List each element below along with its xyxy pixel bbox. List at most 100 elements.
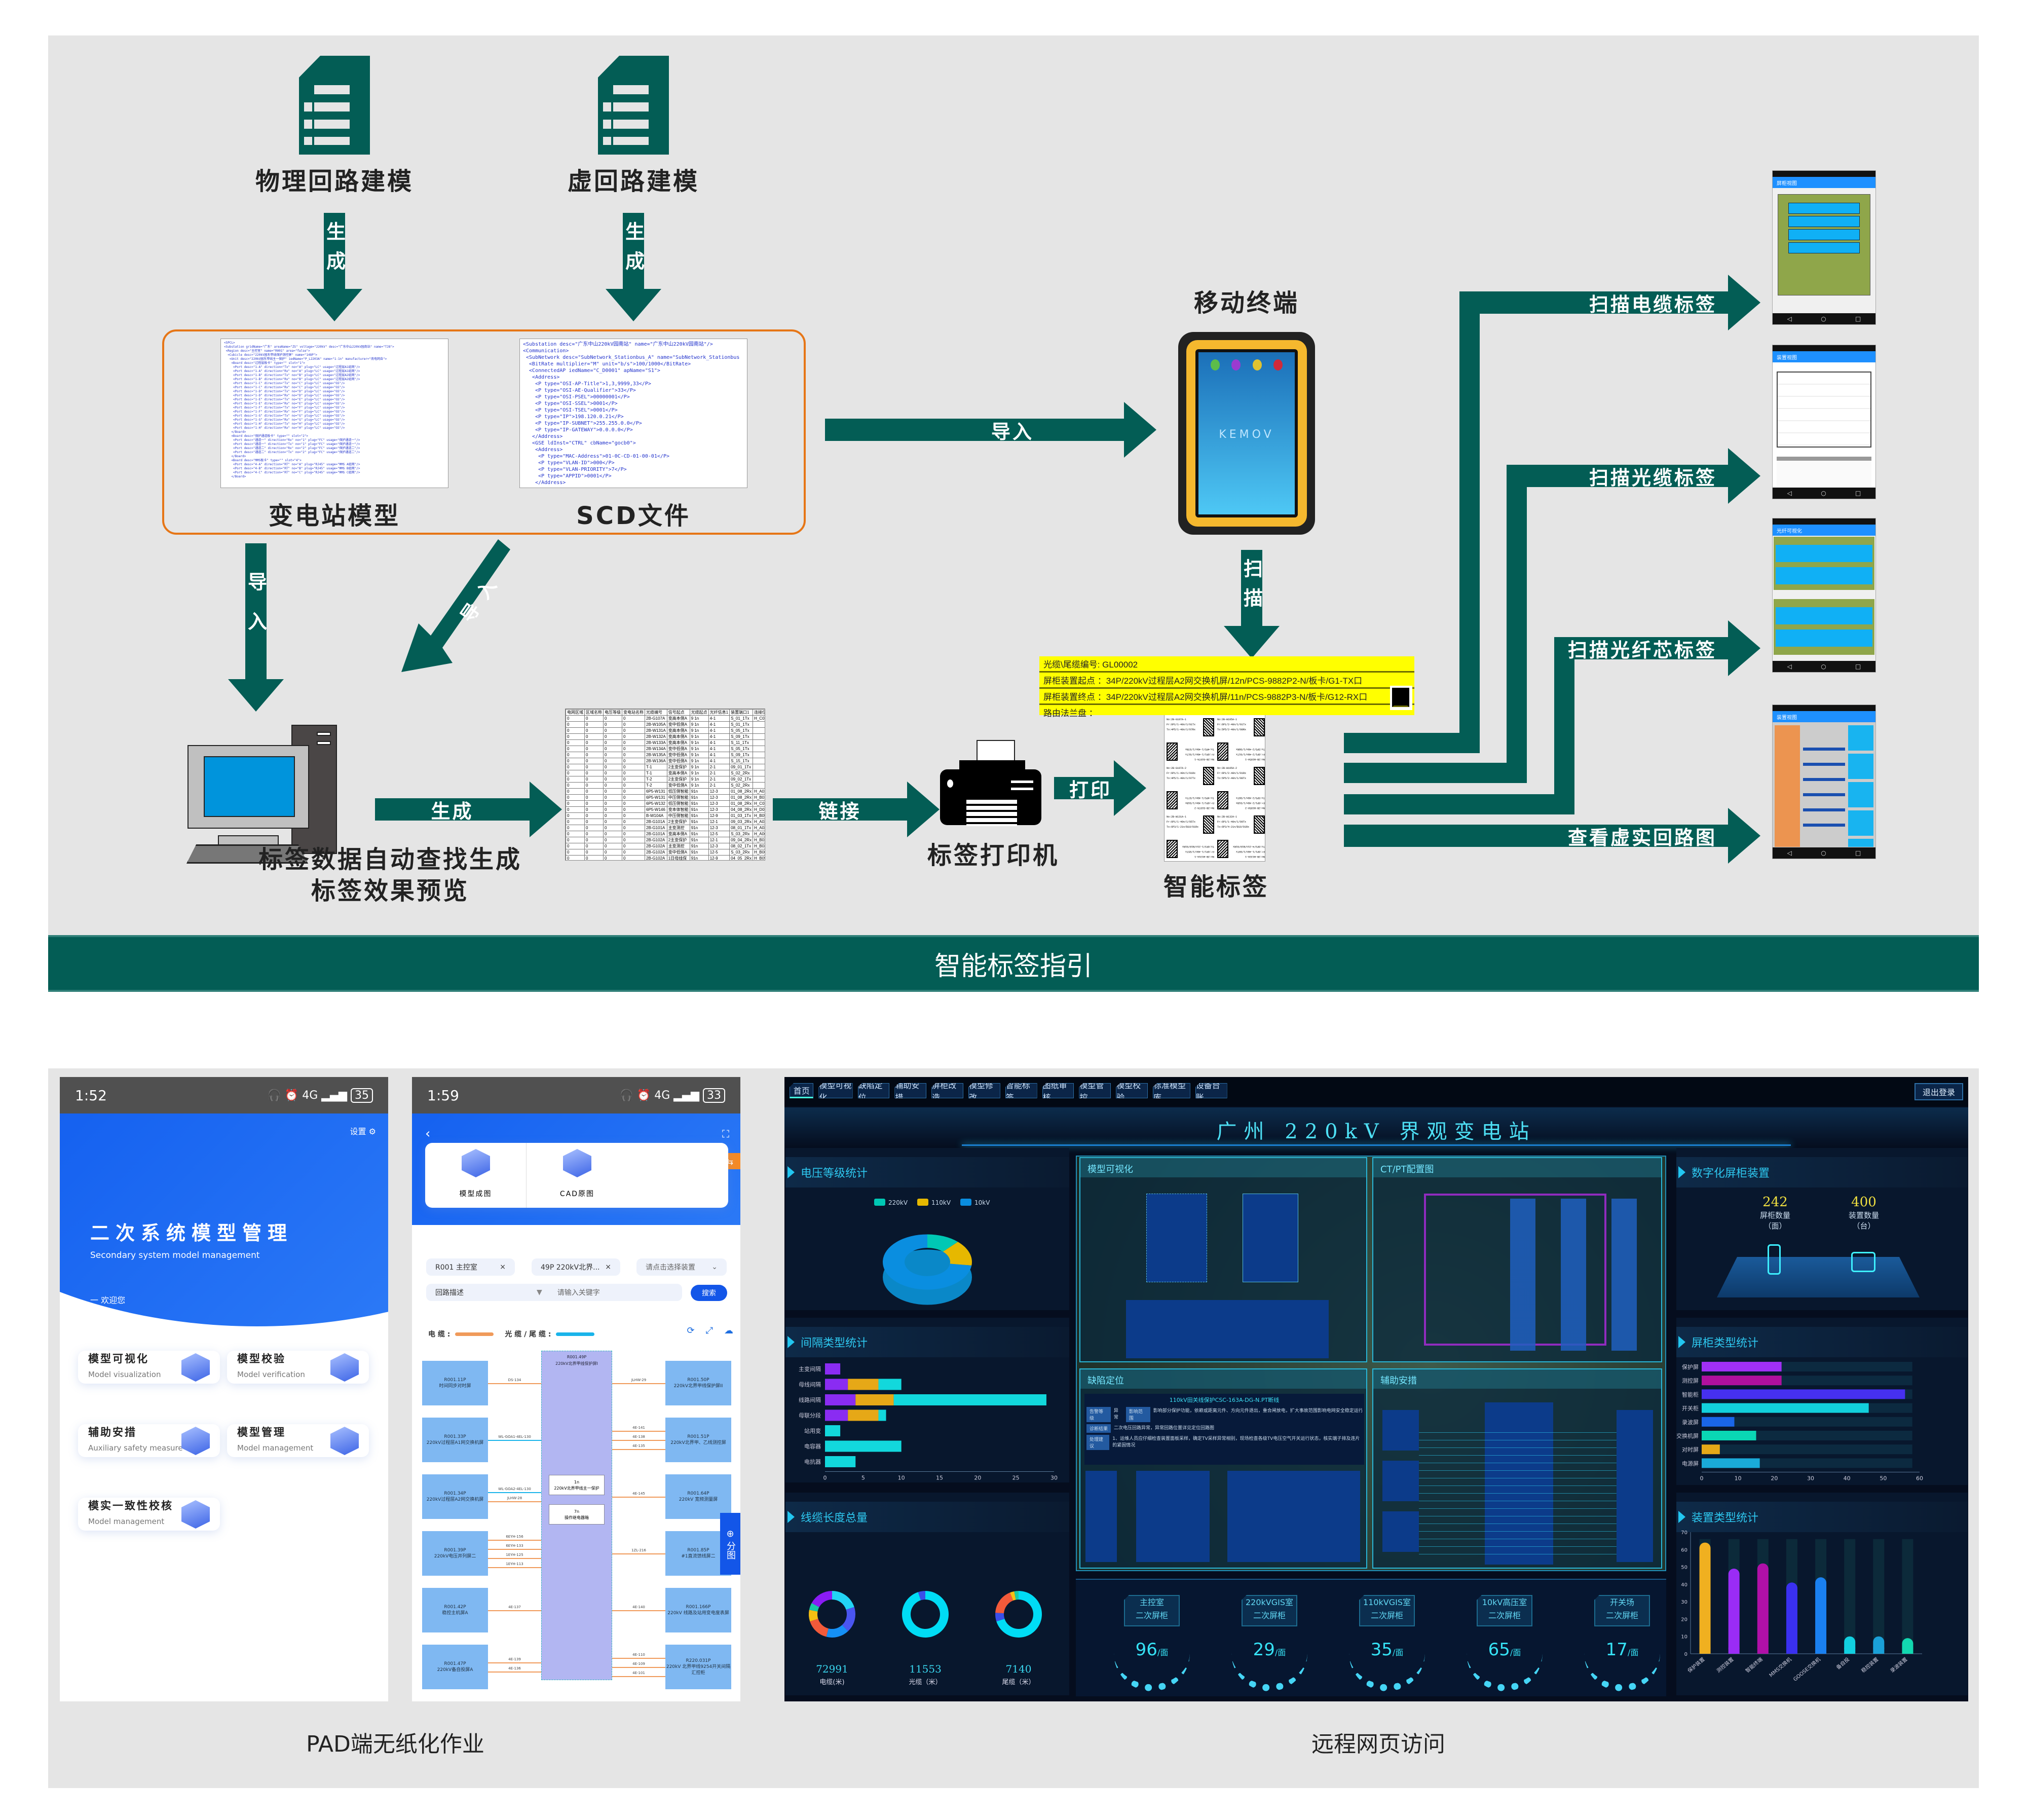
x-tick-label: 15	[936, 1475, 943, 1481]
recents-icon[interactable]: □	[1855, 490, 1861, 497]
nav-tab[interactable]: 模型校验	[1116, 1083, 1148, 1098]
app-icon[interactable]	[1252, 359, 1262, 370]
nav-tab[interactable]: 图纸审核	[1042, 1083, 1074, 1098]
app-icon[interactable]	[1273, 359, 1283, 370]
quad-auxiliary-safety[interactable]: 辅助安措	[1372, 1368, 1662, 1569]
fullscreen-icon[interactable]: ⛶	[722, 1128, 729, 1140]
nav-tab[interactable]: 首页	[790, 1083, 814, 1098]
cabinet-name: 220kV备自投屏A	[437, 1667, 473, 1673]
quad-model-visualization[interactable]: 模型可视化	[1079, 1157, 1367, 1362]
back-icon[interactable]: ◁	[1787, 490, 1792, 497]
nav-tab[interactable]: 辅助安措	[894, 1083, 927, 1098]
sheet-cell: 0	[622, 782, 645, 789]
xml-line: <Address>	[523, 375, 560, 380]
search-button[interactable]: 搜索	[691, 1285, 727, 1301]
cad-diagram-button[interactable]: CAD原图	[527, 1143, 628, 1208]
expand-icon[interactable]: ⤢	[705, 1325, 713, 1336]
sheet-cell: 09_01_1Tx	[729, 764, 754, 770]
nav-tab[interactable]: 缺陷定位	[857, 1083, 890, 1098]
branch-scan-optical-cable[interactable]: 扫描光缆标签	[1507, 448, 1760, 504]
pie-slice	[927, 1234, 958, 1252]
back-icon[interactable]: ‹	[425, 1126, 431, 1141]
home-icon[interactable]: ○	[1821, 490, 1826, 497]
sheet-cell: 2主变保护	[666, 776, 690, 783]
xml-line: <P type="IP-SUBNET">255.255.0.0</P>	[523, 421, 642, 426]
nav-tab[interactable]: 设备台账	[1195, 1083, 1227, 1098]
sheet-cell: H_A03_Tx	[753, 825, 765, 831]
cabinet-filter[interactable]: 49P 220kV北界...×	[532, 1258, 620, 1276]
recents-icon[interactable]: □	[1855, 849, 1861, 857]
sheet-cell: 91n	[689, 849, 709, 856]
wire-label: 4E-110	[632, 1653, 645, 1657]
model-diagram-button[interactable]: 模型成图	[425, 1143, 527, 1208]
sheet-cell	[753, 746, 765, 752]
app-icon[interactable]	[1231, 359, 1241, 370]
nav-tab[interactable]: 模型管控	[1079, 1083, 1111, 1098]
xml-line: <Port desc="1-E" direction="Tx" no="E" p…	[224, 398, 345, 401]
back-icon[interactable]: ◁	[1787, 663, 1792, 670]
room-value: 35/面	[1331, 1640, 1443, 1660]
nav-tab[interactable]: 智能标签	[1005, 1083, 1037, 1098]
sheet-cell: 0	[622, 788, 645, 795]
home-icon[interactable]: ○	[1821, 663, 1826, 670]
back-icon[interactable]: ◁	[1787, 315, 1792, 322]
branch-scan-fiber-core[interactable]: 扫描光纤芯标签	[1554, 620, 1760, 676]
settings-link[interactable]: 设置 ⚙	[350, 1127, 376, 1136]
donut-slice	[1010, 1591, 1016, 1601]
sheet-cell: 2B-W133A	[645, 739, 667, 746]
x-tick-label: MMS交换机	[1768, 1656, 1792, 1678]
bar-base	[1728, 1648, 1740, 1654]
home-icon[interactable]: ○	[1821, 315, 1826, 322]
nav-tab[interactable]: 标准模型库	[1153, 1083, 1190, 1098]
clear-icon[interactable]: ×	[500, 1263, 506, 1271]
home-icon[interactable]: ○	[1821, 849, 1826, 857]
nav-tab[interactable]: 模型修改	[968, 1083, 1000, 1098]
sheet-cell: 0	[584, 758, 604, 764]
sheet-cell: 0	[584, 806, 604, 813]
back-icon[interactable]: ◁	[1787, 849, 1792, 857]
search-field[interactable]: 回路描述▼请输入关键字	[426, 1284, 682, 1301]
connector	[1507, 469, 1527, 783]
sheet-cell: 2B-G102A	[645, 855, 667, 860]
bar-segment	[855, 1394, 894, 1405]
recents-icon[interactable]: □	[1855, 663, 1861, 670]
room-filter[interactable]: R001 主控室×	[426, 1258, 515, 1276]
branch-view-circuit[interactable]: 查看虚实回路图	[1344, 808, 1760, 864]
cloud-download-icon[interactable]: ☁	[724, 1325, 733, 1336]
recents-icon[interactable]: □	[1855, 315, 1861, 322]
android-nav-bar: ◁ ○ □	[1773, 488, 1875, 499]
quad-ctpt-config[interactable]: CT/PT配置图	[1372, 1157, 1662, 1362]
split-diagram-button[interactable]: ⊕分图	[720, 1513, 740, 1575]
logout-button[interactable]: 退出登录	[1915, 1083, 1963, 1100]
nav-tab[interactable]: 模型可视化	[818, 1083, 853, 1098]
quad-defect-location[interactable]: 缺陷定位 110kV田关线保护CSC-163A-DG-N.PT断线 告警等级异常…	[1079, 1368, 1367, 1569]
wire-label: 4E-140	[632, 1605, 645, 1609]
sheet-cell: 4-1	[708, 715, 730, 722]
clear-icon[interactable]: ×	[605, 1263, 611, 1271]
refresh-icon[interactable]: ⟳	[687, 1325, 695, 1336]
nav-tab[interactable]: 屏柜改造	[931, 1083, 963, 1098]
dropdown-icon[interactable]: ▼	[537, 1288, 542, 1296]
device-select[interactable]: 请点击选择装置⌄	[636, 1258, 727, 1276]
app-icon[interactable]	[1210, 359, 1220, 370]
branch-scan-cable[interactable]: 扫描电缆标签	[1459, 275, 1760, 330]
